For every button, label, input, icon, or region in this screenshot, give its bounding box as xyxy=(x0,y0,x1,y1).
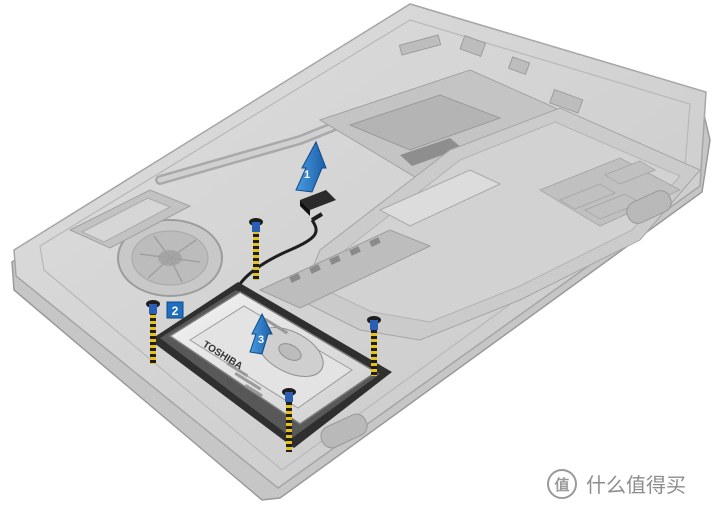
watermark: 值 什么值得买 xyxy=(547,469,686,499)
hard-drive: TOSHIBA xyxy=(150,282,392,448)
screw-bottom xyxy=(282,388,296,452)
step-2-number: 2 xyxy=(172,304,179,318)
step-3-number: 3 xyxy=(258,334,264,346)
hdd-cable xyxy=(234,212,324,293)
palmrest-plate xyxy=(299,107,701,341)
speaker-left xyxy=(320,413,368,449)
ssd-slot xyxy=(68,189,192,249)
step-3-arrow: 3 xyxy=(249,312,273,355)
screw-top xyxy=(249,218,263,280)
cooling-fan xyxy=(117,219,223,297)
smzdm-logo-icon: 值 xyxy=(547,469,577,499)
memory-module xyxy=(258,229,432,309)
mainboard xyxy=(318,69,562,181)
rear-edge-components xyxy=(398,34,584,114)
svg-text:值: 值 xyxy=(554,476,569,494)
watermark-text: 什么值得买 xyxy=(586,473,686,497)
speaker-right xyxy=(626,190,672,224)
screw-right xyxy=(367,316,381,376)
hdd-connector xyxy=(300,190,336,216)
step-1-arrow: 1 xyxy=(295,140,327,193)
step-1-number: 1 xyxy=(304,169,310,181)
step-2-badge: 2 xyxy=(166,301,184,319)
screw-left xyxy=(146,300,160,364)
